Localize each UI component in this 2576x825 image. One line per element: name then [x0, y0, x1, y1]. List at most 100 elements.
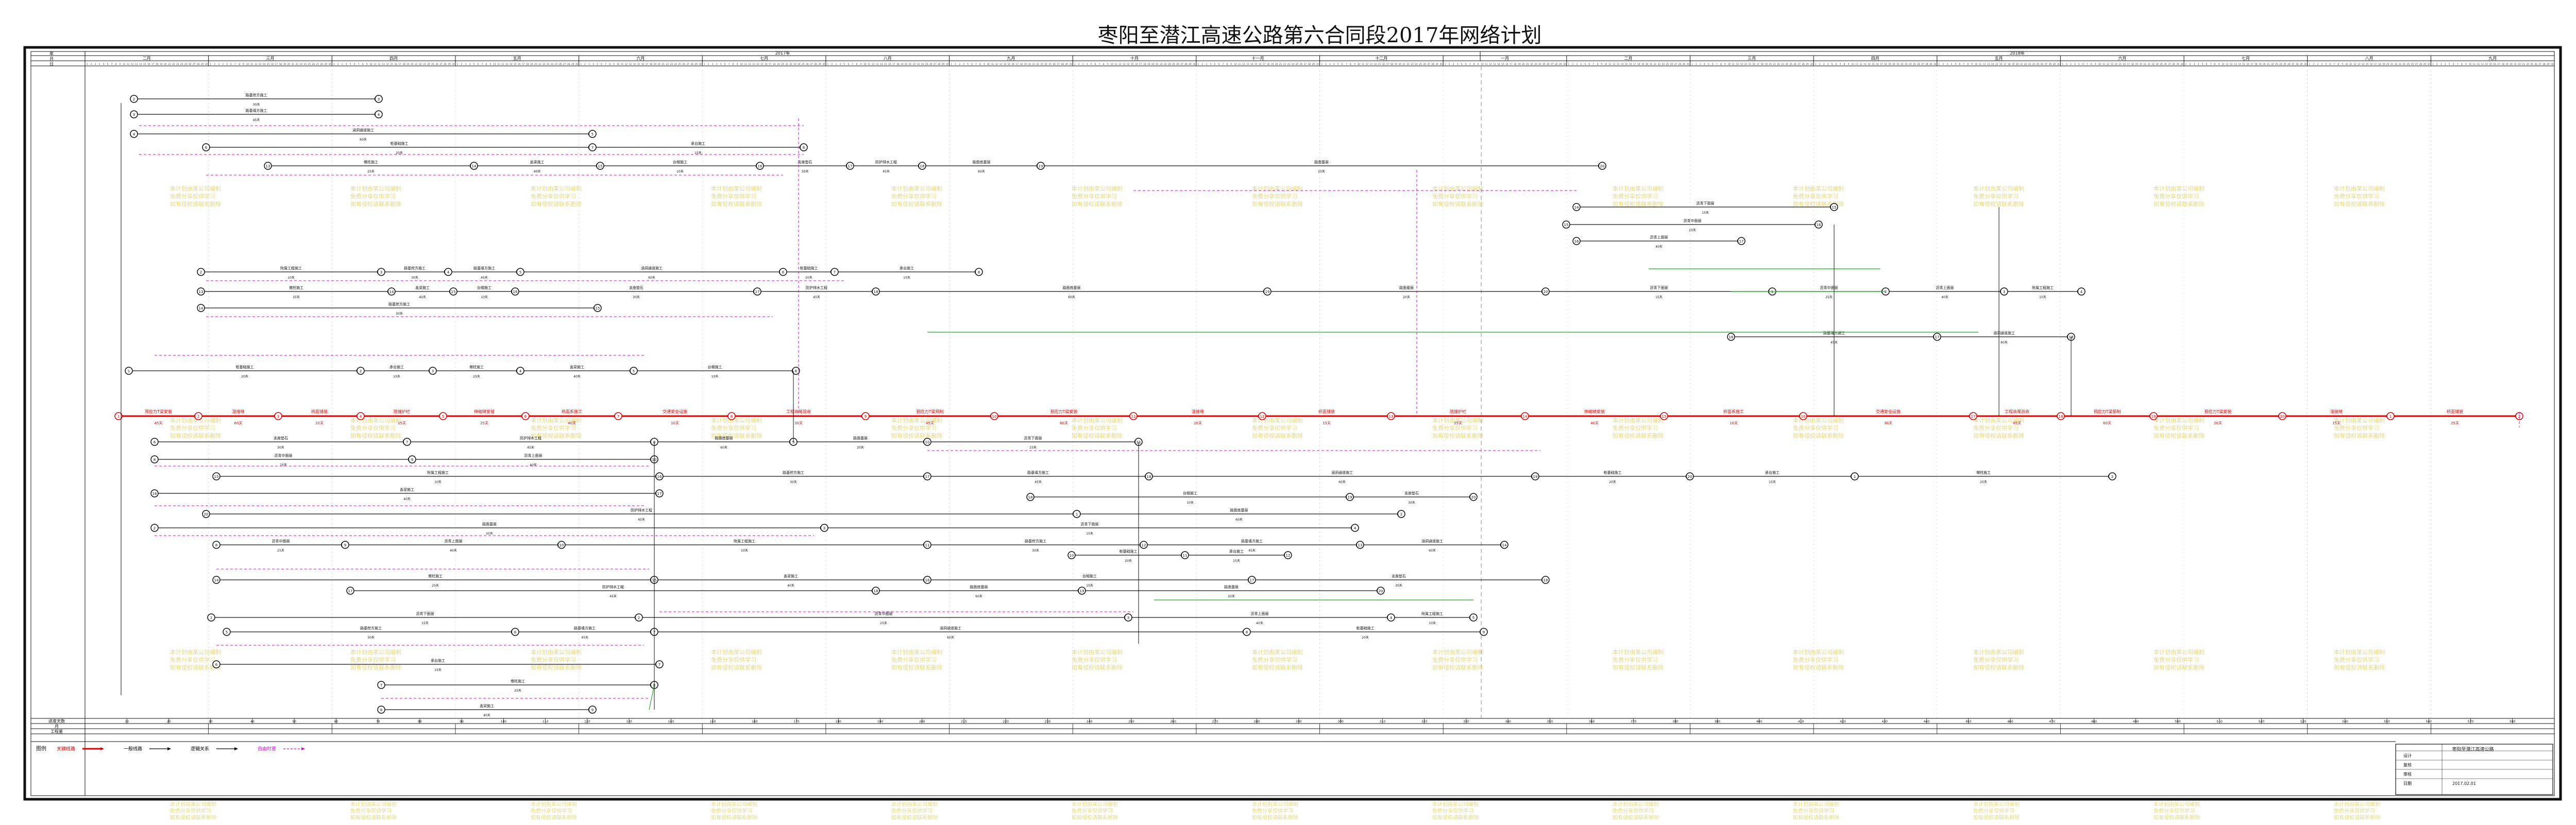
- node-id: 3: [1127, 616, 1129, 620]
- day-tick: 22: [543, 63, 546, 65]
- network-node: [557, 541, 566, 549]
- day-tick: 26: [2411, 63, 2414, 65]
- day-tick: 15: [267, 63, 270, 65]
- duration-label: 60天: [234, 421, 243, 425]
- day-tick: 8: [2337, 63, 2339, 65]
- network-node: [357, 412, 365, 420]
- day-tick: 18: [1637, 63, 1640, 65]
- node-id: 2: [2111, 475, 2113, 479]
- watermark-text: 本计划由某公司编制: [531, 417, 582, 424]
- activity-label: 路面底基层: [715, 436, 733, 440]
- day-tick: 9: [860, 63, 862, 65]
- day-tick: 18: [650, 63, 653, 65]
- watermark-text: 如有侵权请联系删除: [350, 432, 401, 439]
- duration-label: 20天: [486, 532, 493, 536]
- watermark-text: 本计划由某公司编制: [2154, 648, 2205, 656]
- day-tick: 18: [1514, 63, 1517, 65]
- day-tick: 1: [580, 63, 582, 65]
- day-tick: 30: [452, 63, 455, 65]
- node-id: 20: [1688, 475, 1692, 479]
- day-tick: 13: [2481, 63, 2484, 65]
- day-tick: 17: [1386, 63, 1389, 65]
- node-id: 15: [1564, 223, 1569, 227]
- day-tick: 2: [584, 63, 586, 65]
- activity-label: 墩柱施工: [289, 285, 303, 290]
- day-tick: 19: [1518, 63, 1521, 65]
- day-tick: 2: [1696, 63, 1697, 65]
- footer-day-tick: 140: [668, 720, 674, 724]
- day-tick: 27: [439, 63, 443, 65]
- day-tick: 10: [2222, 63, 2225, 65]
- day-tick: 28: [1555, 63, 1558, 65]
- day-tick: 13: [2358, 63, 2361, 65]
- day-tick: 4: [840, 63, 841, 65]
- day-tick: 3: [1946, 63, 1948, 65]
- footer-day-tick: 50: [292, 720, 296, 724]
- activity-label: 路面基层: [853, 436, 868, 440]
- day-tick: 21: [2020, 63, 2023, 65]
- network-node: [1830, 203, 1838, 211]
- node-id: 9: [344, 543, 346, 547]
- month-label: 三月: [1748, 56, 1756, 61]
- node-id: 18: [1544, 578, 1548, 582]
- day-tick: 21: [415, 63, 418, 65]
- network-node: [375, 95, 383, 103]
- network-node: [655, 660, 664, 668]
- network-node: [377, 681, 385, 689]
- activity-label: 路基填方施工: [1027, 470, 1049, 475]
- day-tick: 14: [2238, 63, 2241, 65]
- day-tick: 9: [1478, 63, 1479, 65]
- day-tick: 3: [465, 63, 467, 65]
- network-node: [197, 287, 205, 296]
- day-tick: 14: [1127, 63, 1130, 65]
- critical-label: 湿接缝: [1192, 409, 1204, 414]
- day-tick: 11: [127, 63, 130, 65]
- day-tick: 7: [1099, 63, 1100, 65]
- network-node: [2149, 412, 2158, 420]
- network-node: [2057, 412, 2065, 420]
- day-tick: 4: [1704, 63, 1705, 65]
- footer-day-tick: 370: [1631, 720, 1637, 724]
- watermark-text: 如有侵权请联系删除: [1973, 200, 2024, 208]
- node-id: 2: [638, 616, 640, 620]
- day-tick: 21: [909, 63, 912, 65]
- day-tick: 28: [2173, 63, 2176, 65]
- watermark-text: 免费分享仅供学习: [1252, 193, 1297, 200]
- node-id: 1: [117, 415, 120, 419]
- day-tick: 1: [2185, 63, 2187, 65]
- day-tick: 2: [2313, 63, 2314, 65]
- month-label: 四月: [389, 56, 398, 61]
- watermark-text: 免费分享仅供学习: [1252, 656, 1297, 663]
- watermark-text: 免费分享仅供学习: [170, 807, 211, 814]
- day-tick: 26: [2535, 63, 2538, 65]
- critical-label: 湿接缝: [232, 409, 245, 414]
- day-tick: 2: [214, 63, 215, 65]
- day-tick: 3: [959, 63, 960, 65]
- network-node: [264, 162, 272, 170]
- watermark-text: 如有侵权请联系删除: [350, 200, 401, 208]
- day-tick: 17: [1880, 63, 1883, 65]
- node-id: 13: [266, 164, 270, 168]
- node-id: 4: [447, 270, 450, 274]
- duration-label: 25天: [880, 622, 887, 625]
- watermark-text: 免费分享仅供学习: [350, 807, 392, 814]
- day-tick: 27: [2415, 63, 2418, 65]
- day-tick: 6: [1342, 63, 1343, 65]
- watermark-text: 免费分享仅供学习: [2334, 807, 2375, 814]
- watermark-text: 如有侵权请联系删除: [1613, 664, 1664, 671]
- day-tick: 14: [263, 63, 266, 65]
- network-node: [1356, 541, 1364, 549]
- day-tick: 12: [1613, 63, 1616, 65]
- watermark-text: 如有侵权请联系删除: [2334, 814, 2380, 821]
- day-tick: 16: [888, 63, 891, 65]
- network-node: [1799, 412, 1807, 420]
- day-tick: 16: [2246, 63, 2249, 65]
- activity-label: 防护排水工程: [602, 585, 624, 589]
- node-id: 18: [920, 164, 925, 168]
- node-id: 4: [1354, 526, 1357, 530]
- watermark-text: 本计划由某公司编制: [1072, 648, 1123, 656]
- legend-arrow: [234, 747, 238, 750]
- activity-label: 路基填方施工: [1241, 539, 1263, 543]
- day-tick: 4: [99, 63, 100, 65]
- day-tick: 11: [1855, 63, 1858, 65]
